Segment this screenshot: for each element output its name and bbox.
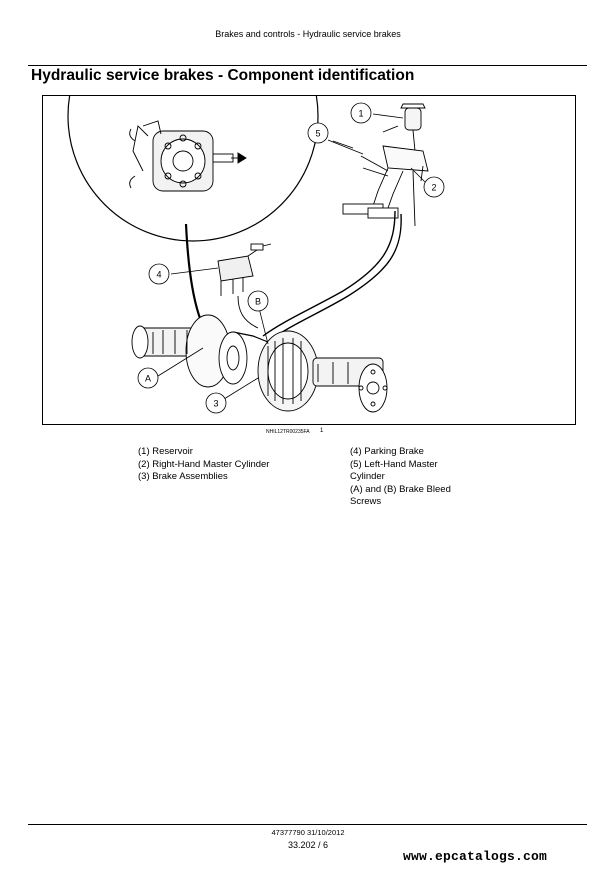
right-axle: [257, 330, 388, 413]
callout-4-label: 4: [156, 270, 161, 280]
callout-2: 2: [423, 176, 445, 198]
title-rule: [28, 65, 587, 66]
legend-num: (1): [138, 446, 150, 457]
left-axle: [131, 314, 248, 388]
page-number: 33.202 / 6: [287, 840, 329, 850]
legend-item: (3) Brake Assemblies: [138, 471, 288, 484]
callout-3-label: 3: [213, 399, 218, 409]
footer-rule: [28, 824, 587, 825]
brake-line-right: [267, 213, 402, 343]
watermark: www.epcatalogs.com: [403, 849, 548, 864]
legend-text: Right-Hand Master Cylinder: [149, 458, 270, 470]
callout-B: B: [247, 290, 269, 312]
callout-2-label: 2: [431, 183, 436, 193]
callout-A-label: A: [145, 374, 151, 384]
legend-num: (2): [138, 458, 150, 470]
page-title: Hydraulic service brakes - Component ide…: [31, 67, 415, 84]
detail-circle: [67, 96, 319, 242]
document-reference: 47377790 31/10/2012: [271, 828, 345, 837]
legend-item: (A) and (B) Brake Bleed Screws: [350, 484, 470, 509]
legend-num: (5): [350, 458, 362, 470]
legend-item: (1) Reservoir: [138, 446, 288, 459]
brake-line-left: [262, 210, 396, 337]
legend-text: Left-Hand Master Cylinder: [350, 458, 438, 483]
legend-item: (5) Left-Hand Master Cylinder: [350, 459, 470, 484]
legend-right: (4) Parking Brake (5) Left-Hand Master C…: [350, 446, 470, 509]
figure-code: NHIL12TR00235FA: [266, 429, 310, 435]
legend-item: (2) Right-Hand Master Cylinder: [138, 459, 288, 472]
callout-3: 3: [205, 392, 227, 414]
callout-B-label: B: [255, 297, 261, 307]
brake-system-illustration: 1 5 2 4 B A 3: [67, 96, 445, 414]
legend-num: (3): [138, 471, 150, 483]
callout-A: A: [137, 367, 159, 389]
parking-brake-lever: [217, 243, 272, 329]
component-diagram: 1 5 2 4 B A 3: [42, 95, 576, 425]
legend-text: Reservoir: [149, 446, 193, 457]
running-header: Brakes and controls - Hydraulic service …: [215, 29, 401, 39]
legend-num: (A): [350, 483, 363, 495]
callout-5: 5: [307, 122, 329, 144]
legend-text: and (B) Brake Bleed Screws: [350, 483, 451, 508]
legend-text: Parking Brake: [361, 446, 424, 457]
callout-5-label: 5: [315, 129, 320, 139]
callout-1-label: 1: [358, 109, 363, 119]
legend-item: (4) Parking Brake: [350, 446, 470, 459]
legend-left: (1) Reservoir (2) Right-Hand Master Cyli…: [138, 446, 288, 484]
caliper-detail: [129, 120, 247, 192]
legend-text: Brake Assemblies: [149, 471, 228, 483]
master-cylinder-assembly: [332, 103, 429, 227]
figure-number: 1: [320, 428, 324, 434]
legend-num: (4): [350, 446, 362, 457]
callout-4: 4: [148, 263, 170, 285]
callout-1: 1: [350, 102, 372, 124]
